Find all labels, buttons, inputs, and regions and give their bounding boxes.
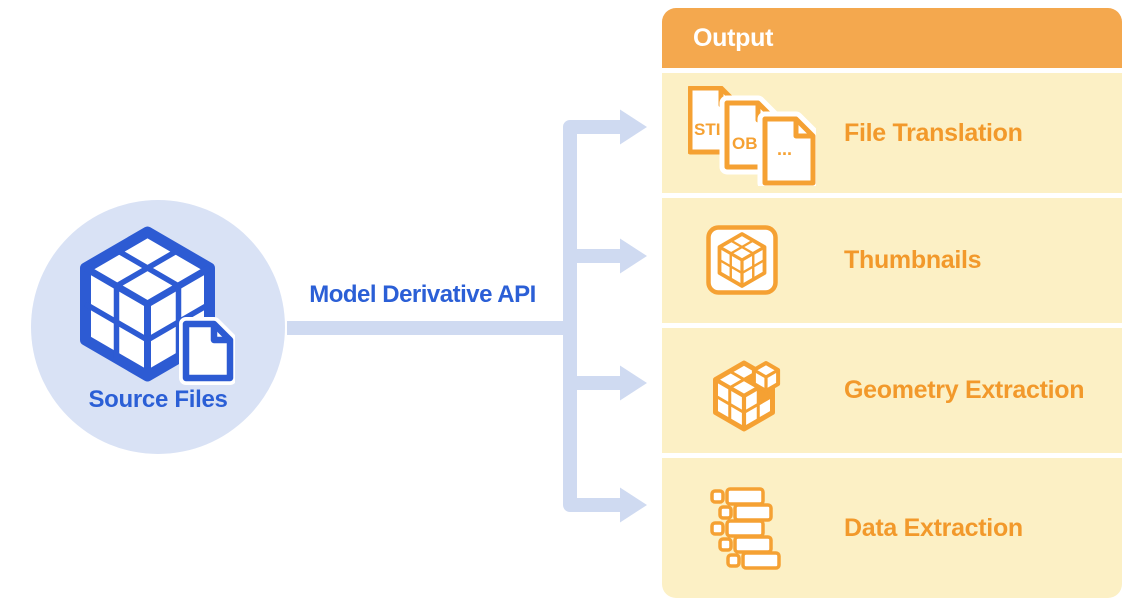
output-row-geometry-extraction: Geometry Extraction <box>662 328 1122 453</box>
geometry-cube-icon <box>713 360 781 432</box>
arrowhead-4 <box>620 487 647 523</box>
output-row-thumbnails: Thumbnails <box>662 198 1122 323</box>
detached-subcube <box>751 361 781 393</box>
output-panel: Output STL OBJ <box>662 8 1122 598</box>
file-translation-label: File Translation <box>844 118 1023 147</box>
thumbnail-cube-icon <box>706 225 778 295</box>
arrowhead-3 <box>620 365 647 401</box>
source-files-label: Source Files <box>88 386 228 413</box>
output-row-data-extraction: Data Extraction <box>662 458 1122 598</box>
output-row-file-translation: STL OBJ ... File Translation <box>662 73 1122 193</box>
svg-text:...: ... <box>777 139 792 159</box>
geometry-extraction-label: Geometry Extraction <box>844 376 1085 404</box>
document-icon <box>179 317 235 385</box>
model-derivative-api-label: Model Derivative API <box>309 281 536 308</box>
source-cube-icon <box>80 226 235 385</box>
arrowhead-1 <box>620 109 647 145</box>
data-list-icon <box>710 487 781 570</box>
output-header-label: Output <box>693 23 774 52</box>
output-header: Output <box>662 8 1122 68</box>
more-files-icon: ... <box>757 111 816 186</box>
branch-trunk <box>563 120 622 512</box>
file-stack-icon: STL OBJ ... <box>688 86 816 186</box>
arrowhead-2 <box>620 238 647 274</box>
svg-text:STL: STL <box>694 120 726 139</box>
data-extraction-label: Data Extraction <box>844 513 1023 542</box>
thumbnails-label: Thumbnails <box>844 246 982 274</box>
